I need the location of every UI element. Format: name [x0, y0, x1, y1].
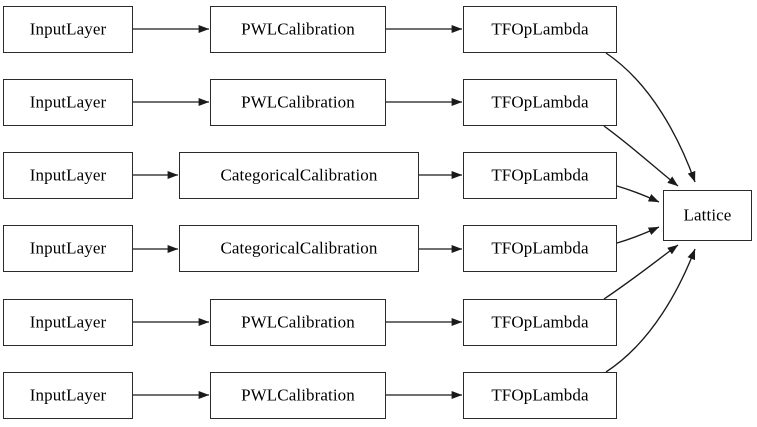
node-input-layer-6[interactable]: InputLayer — [3, 372, 133, 419]
node-tfoplambda-1[interactable]: TFOpLambda — [463, 6, 617, 53]
edge-op-to-lattice-3 — [616, 185, 660, 203]
node-label: InputLayer — [29, 19, 107, 39]
node-label: TFOpLambda — [491, 312, 589, 332]
node-label: PWLCalibration — [241, 92, 355, 112]
node-pwl-calibration-5[interactable]: PWLCalibration — [210, 299, 386, 346]
node-label: TFOpLambda — [491, 165, 589, 185]
node-lattice[interactable]: Lattice — [663, 190, 752, 241]
node-label: InputLayer — [29, 238, 107, 258]
node-tfoplambda-6[interactable]: TFOpLambda — [463, 372, 617, 419]
node-label: PWLCalibration — [241, 385, 355, 405]
edge-op-to-lattice-1 — [605, 52, 696, 183]
node-input-layer-2[interactable]: InputLayer — [3, 79, 133, 126]
node-pwl-calibration-2[interactable]: PWLCalibration — [210, 79, 386, 126]
node-input-layer-5[interactable]: InputLayer — [3, 299, 133, 346]
node-pwl-calibration-1[interactable]: PWLCalibration — [210, 6, 386, 53]
node-tfoplambda-4[interactable]: TFOpLambda — [463, 225, 617, 272]
node-input-layer-1[interactable]: InputLayer — [3, 6, 133, 53]
node-pwl-calibration-6[interactable]: PWLCalibration — [210, 372, 386, 419]
node-input-layer-4[interactable]: InputLayer — [3, 225, 133, 272]
node-label: InputLayer — [29, 92, 107, 112]
node-label: TFOpLambda — [491, 92, 589, 112]
edge-op-to-lattice-4 — [616, 226, 660, 244]
node-tfoplambda-3[interactable]: TFOpLambda — [463, 152, 617, 199]
node-label: Lattice — [683, 205, 732, 225]
node-tfoplambda-2[interactable]: TFOpLambda — [463, 79, 617, 126]
node-label: PWLCalibration — [241, 312, 355, 332]
node-label: TFOpLambda — [491, 385, 589, 405]
node-input-layer-3[interactable]: InputLayer — [3, 152, 133, 199]
node-label: InputLayer — [29, 312, 107, 332]
node-label: CategoricalCalibration — [220, 238, 378, 258]
node-tfoplambda-5[interactable]: TFOpLambda — [463, 299, 617, 346]
node-label: CategoricalCalibration — [220, 165, 378, 185]
edge-op-to-lattice-6 — [605, 248, 696, 373]
node-label: TFOpLambda — [491, 19, 589, 39]
node-label: TFOpLambda — [491, 238, 589, 258]
node-label: InputLayer — [29, 165, 107, 185]
node-label: PWLCalibration — [241, 19, 355, 39]
node-categorical-calibration-3[interactable]: CategoricalCalibration — [179, 152, 419, 199]
node-label: InputLayer — [29, 385, 107, 405]
node-categorical-calibration-4[interactable]: CategoricalCalibration — [179, 225, 419, 272]
